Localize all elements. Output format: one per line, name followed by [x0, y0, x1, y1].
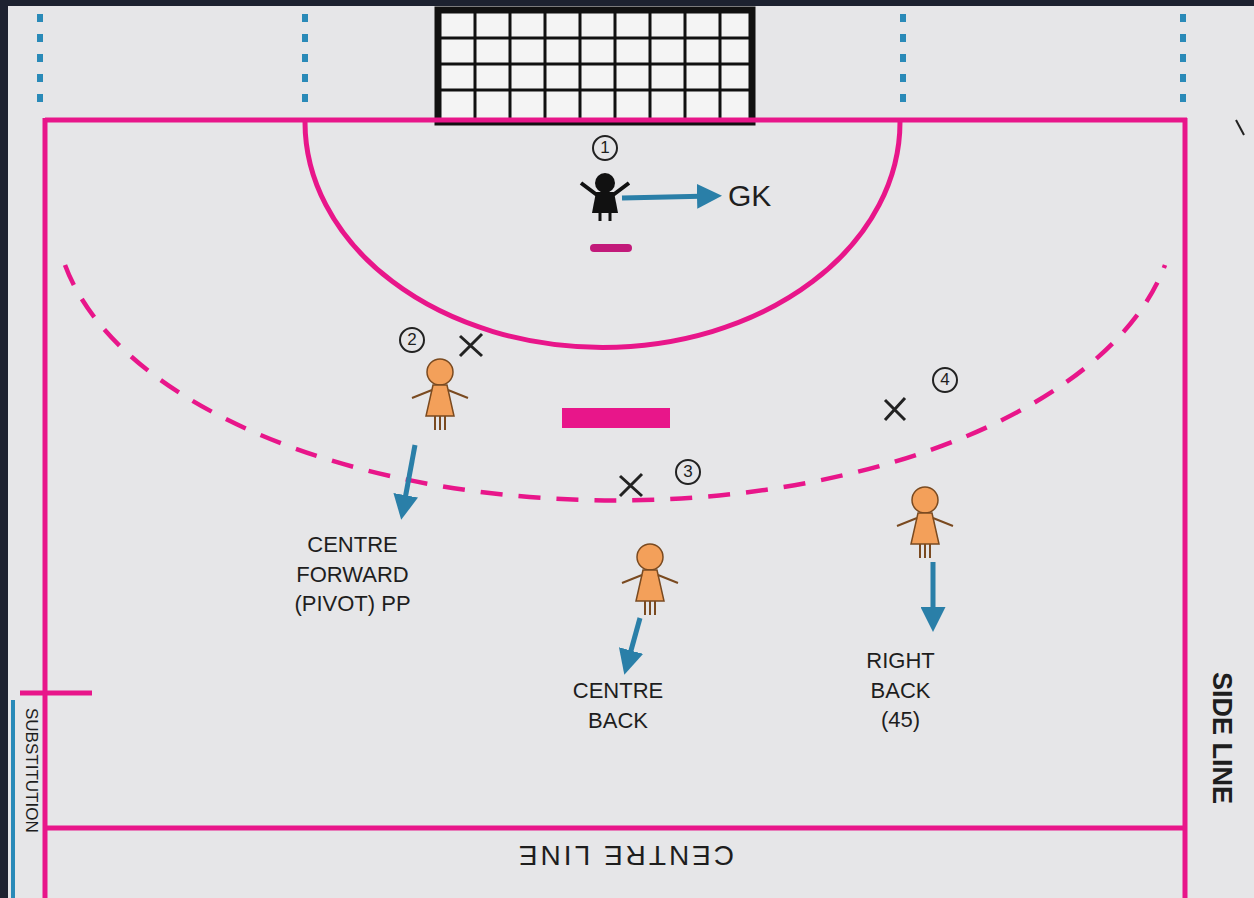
line-label: SIDE LINE — [1204, 672, 1240, 804]
position-label: CENTRE FORWARD (PIVOT) PP — [270, 530, 435, 619]
callout-number: 2 — [402, 328, 422, 352]
position-label: CENTRE BACK — [548, 676, 688, 735]
line-label: CENTRE LINE — [455, 836, 795, 874]
zone-label: SUBSTITUTION — [19, 708, 42, 833]
position-label: RIGHT BACK (45) — [848, 646, 953, 735]
callout-number: 3 — [678, 460, 698, 484]
callout-number: 4 — [935, 368, 955, 392]
goalkeeper-figure — [581, 173, 629, 221]
callout-number: 1 — [595, 136, 615, 160]
goalkeeper-label: GK — [728, 176, 771, 217]
